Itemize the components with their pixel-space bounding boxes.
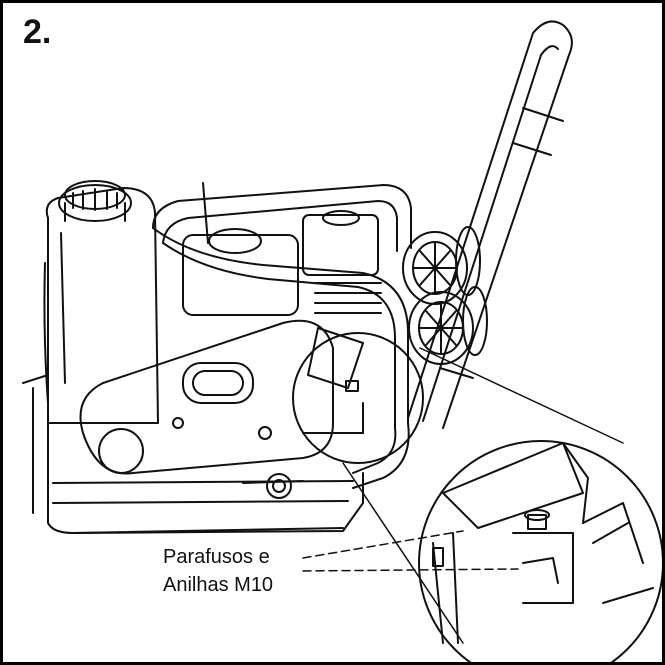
detail-connector-lines — [342, 347, 624, 644]
callout-line-1: Parafusos e — [163, 546, 270, 568]
callout-leader-lines — [302, 530, 519, 572]
detail-source-circle — [292, 327, 424, 464]
belt-guard — [79, 319, 334, 475]
callout-label: Parafusos e Anilhas M10 — [163, 543, 273, 599]
callout-line-2: Anilhas M10 — [163, 574, 274, 596]
handle — [407, 20, 573, 429]
engine-body — [43, 180, 382, 424]
detail-magnified-circle — [418, 440, 662, 662]
compactor-illustration — [22, 20, 662, 662]
base-plate — [22, 374, 364, 534]
step-number: 2. — [23, 13, 52, 51]
guard-frame — [152, 184, 412, 489]
wheels — [402, 226, 488, 365]
